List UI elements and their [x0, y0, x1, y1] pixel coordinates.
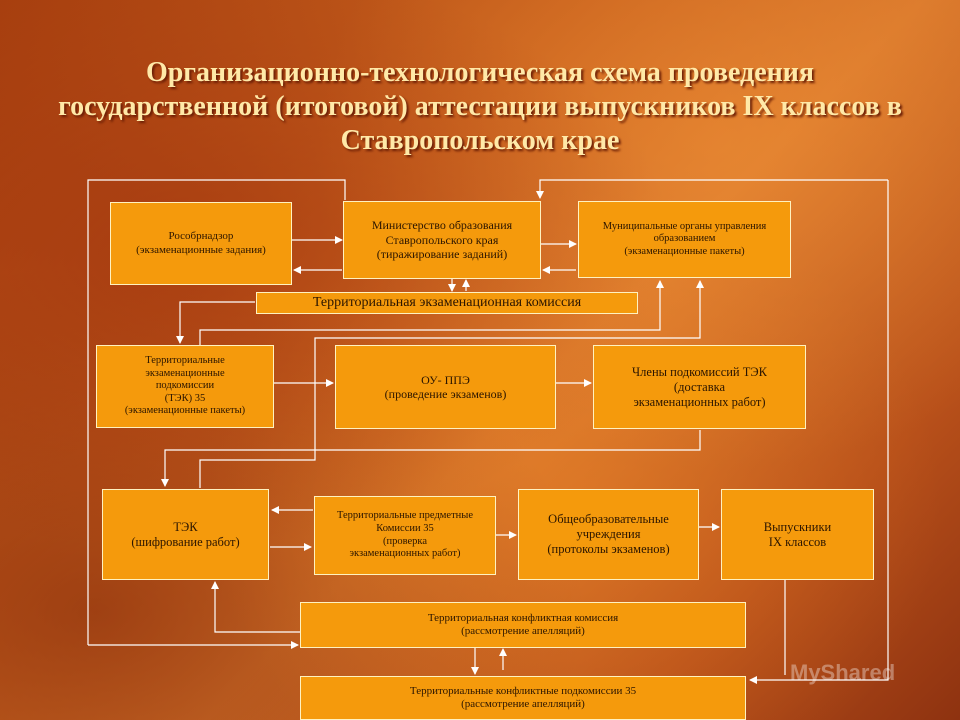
- box-ministry: Министерство образования Ставропольского…: [343, 201, 541, 279]
- box-members: Члены подкомиссий ТЭК (доставка экзамена…: [593, 345, 806, 429]
- box-conflict-sub: Территориальные конфликтные подкомиссии …: [300, 676, 746, 720]
- box-graduates: Выпускники IX классов: [721, 489, 874, 580]
- box-tek-encrypt: ТЭК (шифрование работ): [102, 489, 269, 580]
- box-municipal: Муниципальные органы управления образова…: [578, 201, 791, 278]
- line-tekenc-members: [199, 280, 704, 488]
- line-subcom-municipal: [199, 280, 664, 345]
- box-ou-ppe: ОУ- ППЭ (проведение экзаменов): [335, 345, 556, 429]
- arrow-conflict-tekenc: [211, 581, 300, 633]
- watermark: MyShared: [790, 660, 896, 685]
- frame-left-line: [87, 179, 346, 645]
- box-rosobrnadzor: Рособрнадзор (экзаменационные задания): [110, 202, 292, 285]
- box-tek: Территориальная экзаменационная комиссия: [256, 292, 638, 314]
- box-schools: Общеобразовательные учреждения (протокол…: [518, 489, 699, 580]
- arrow-tek-subcom: [176, 301, 255, 344]
- box-subcommissions: Территориальные экзаменационные подкомис…: [96, 345, 274, 428]
- frame-right-vertical: [749, 180, 889, 684]
- arrow-members-tekenc: [161, 430, 701, 487]
- box-conflict: Территориальная конфликтная комиссия (ра…: [300, 602, 746, 648]
- page-title: Организационно-технологическая схема про…: [58, 57, 902, 156]
- box-subject-commissions: Территориальные предметные Комиссии 35 (…: [314, 496, 496, 575]
- frame-right-line: [536, 179, 888, 199]
